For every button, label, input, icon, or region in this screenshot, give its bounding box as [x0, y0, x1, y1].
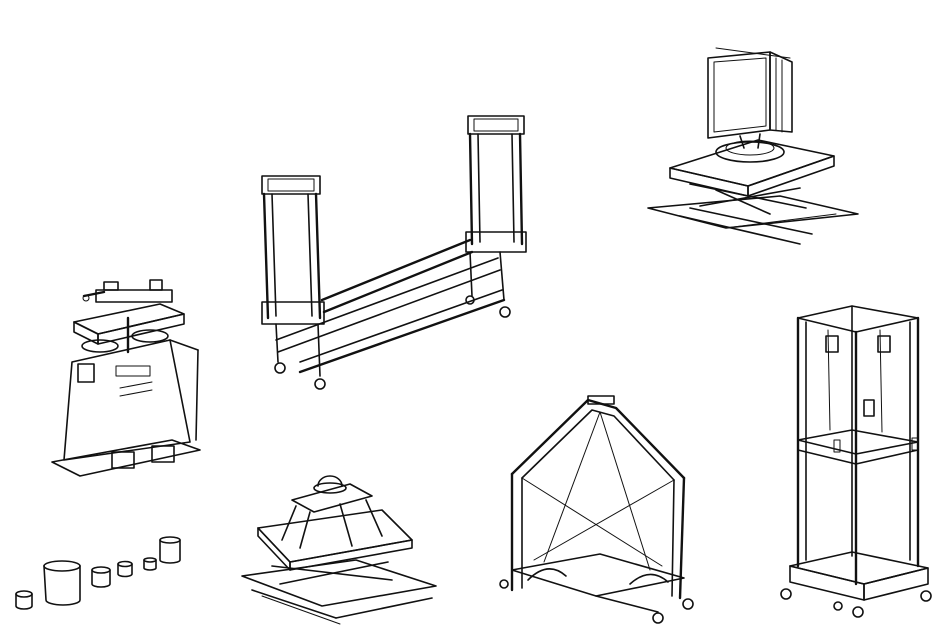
scissor-platform-drawing	[241, 475, 437, 625]
rolling-frame-rack-drawing	[261, 115, 527, 390]
bench-mounted-machine-drawing	[51, 279, 201, 477]
lift-table-with-panel-drawing	[647, 47, 859, 245]
cylinder-weights-drawing	[15, 536, 181, 610]
a-frame-cart-drawing	[499, 395, 694, 624]
tower-frame-drawing	[780, 305, 932, 618]
